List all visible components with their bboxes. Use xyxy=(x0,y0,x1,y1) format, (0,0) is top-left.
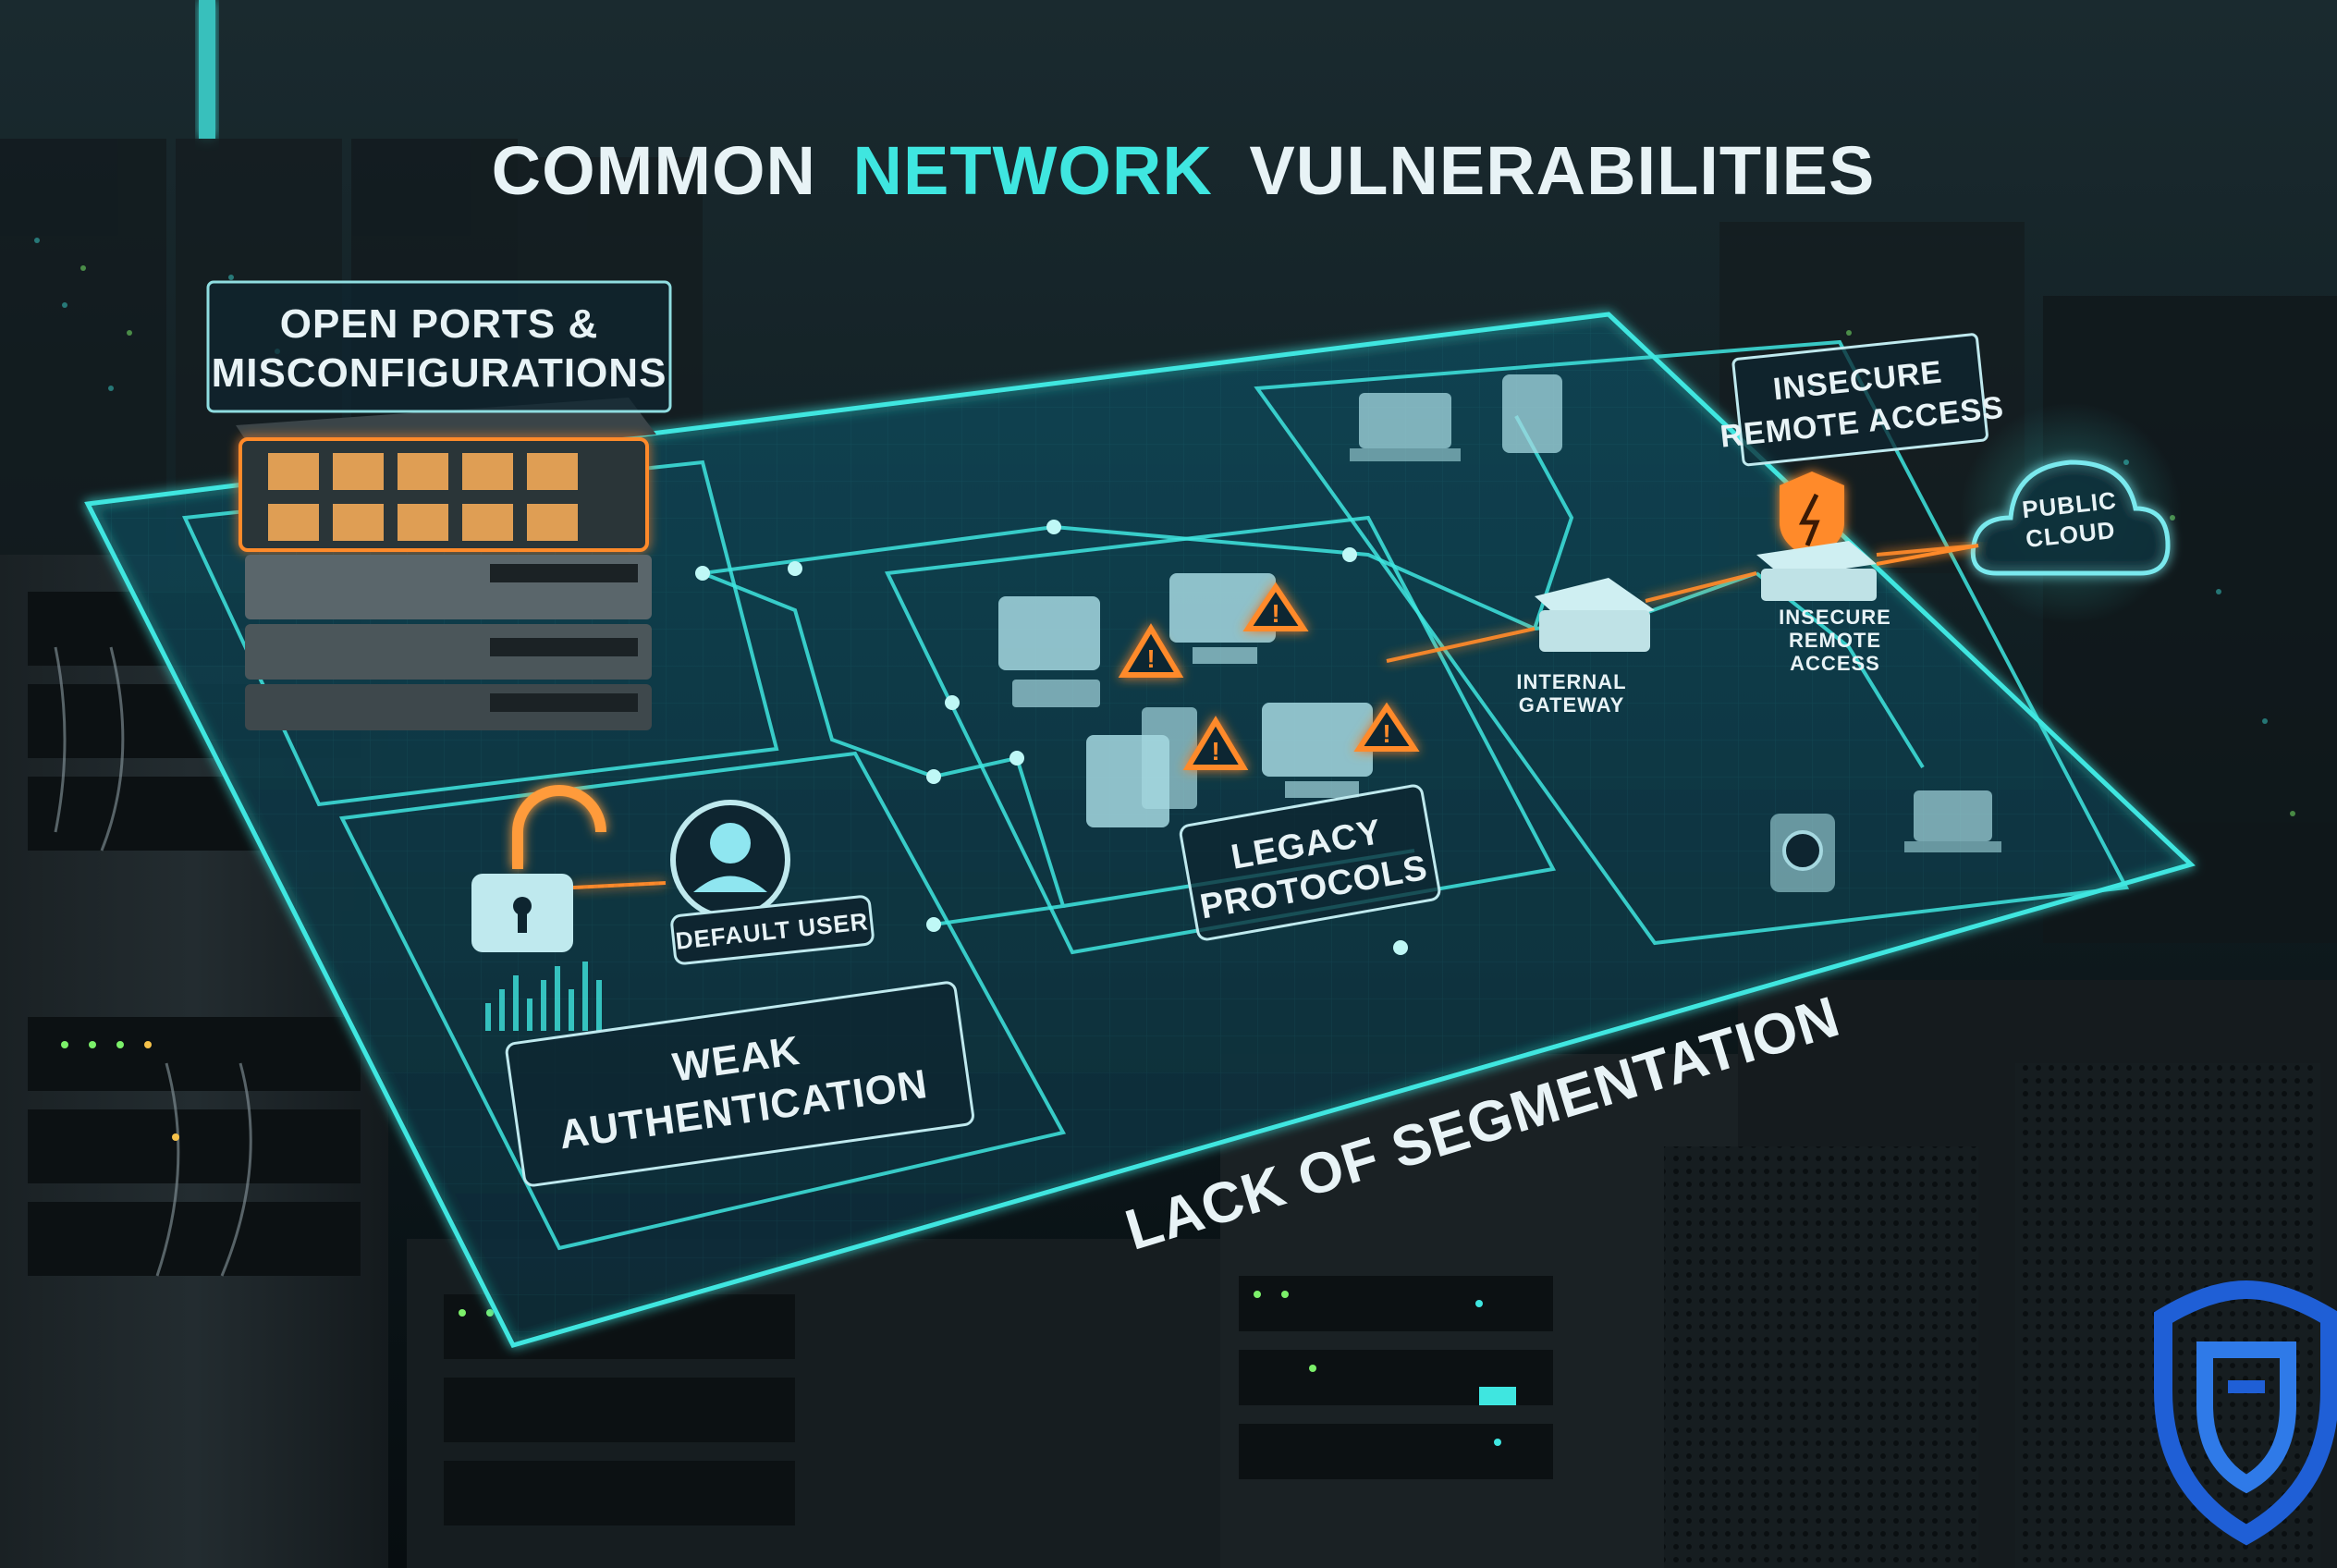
weak-auth-zone xyxy=(338,751,1067,1251)
server-icon xyxy=(1086,707,1197,827)
title-part-1: COMMON xyxy=(492,132,816,209)
gateway-line-1: INTERNAL xyxy=(1516,670,1626,693)
laptop-icon xyxy=(1904,790,2001,852)
gateway-line-2: GATEWAY xyxy=(1519,693,1625,717)
front-server-racks xyxy=(407,980,2337,1568)
signal-bars xyxy=(485,962,602,1031)
title-part-2: NETWORK xyxy=(853,132,1213,209)
remote-access-devices: INTERNAL GATEWAY INSECURE REMOTE ACCESS … xyxy=(1350,333,2006,892)
user-avatar-icon xyxy=(670,800,790,920)
monitor-icon xyxy=(1262,703,1373,798)
remote-device-line-1: INSECURE xyxy=(1779,606,1891,629)
brand-shield-logo-icon xyxy=(2154,1280,2337,1546)
open-ports-line-2: MISCONFIGURATIONS xyxy=(212,350,667,396)
legacy-devices: !! !! LEGACY PROTOCOLS xyxy=(998,573,1441,941)
link-nodes xyxy=(695,520,1408,955)
svg-text:!: ! xyxy=(1382,719,1390,748)
unlocked-padlock-icon xyxy=(471,785,606,952)
title-part-3: VULNERABILITIES xyxy=(1249,132,1875,209)
default-user-badge: DEFAULT USER xyxy=(670,895,875,965)
warning-icon xyxy=(1118,582,1420,770)
network-switch-icon xyxy=(236,398,656,730)
ceiling-light xyxy=(199,0,215,139)
svg-text:!: ! xyxy=(1146,644,1155,673)
camera-icon xyxy=(1770,814,1835,892)
shield-warning-icon xyxy=(1780,472,1844,559)
svg-text:!: ! xyxy=(1211,737,1219,766)
tablet-icon xyxy=(1502,374,1562,453)
remote-device-line-2: REMOTE xyxy=(1789,629,1881,652)
page-title: COMMON NETWORK VULNERABILITIES xyxy=(492,132,1876,209)
router-icon xyxy=(1756,541,1877,601)
open-ports-line-1: OPEN PORTS & xyxy=(280,301,599,347)
cloud-link xyxy=(1876,544,1979,566)
svg-text:!: ! xyxy=(1271,599,1279,628)
weak-auth-panel: DEFAULT USER WEAK AUTHENTICATION xyxy=(471,785,974,1187)
cloud-icon: PUBLIC CLOUD xyxy=(1960,402,2182,624)
remote-device-line-3: ACCESS xyxy=(1790,652,1880,675)
server-icon xyxy=(998,596,1100,707)
remote-access-zone xyxy=(1254,339,2130,946)
open-ports-label: OPEN PORTS & MISCONFIGURATIONS xyxy=(206,280,672,413)
gateway-router-icon xyxy=(1535,578,1655,652)
legacy-zone xyxy=(884,515,1557,955)
laptop-icon xyxy=(1350,393,1461,461)
warning-marks: !! !! xyxy=(1146,599,1390,766)
